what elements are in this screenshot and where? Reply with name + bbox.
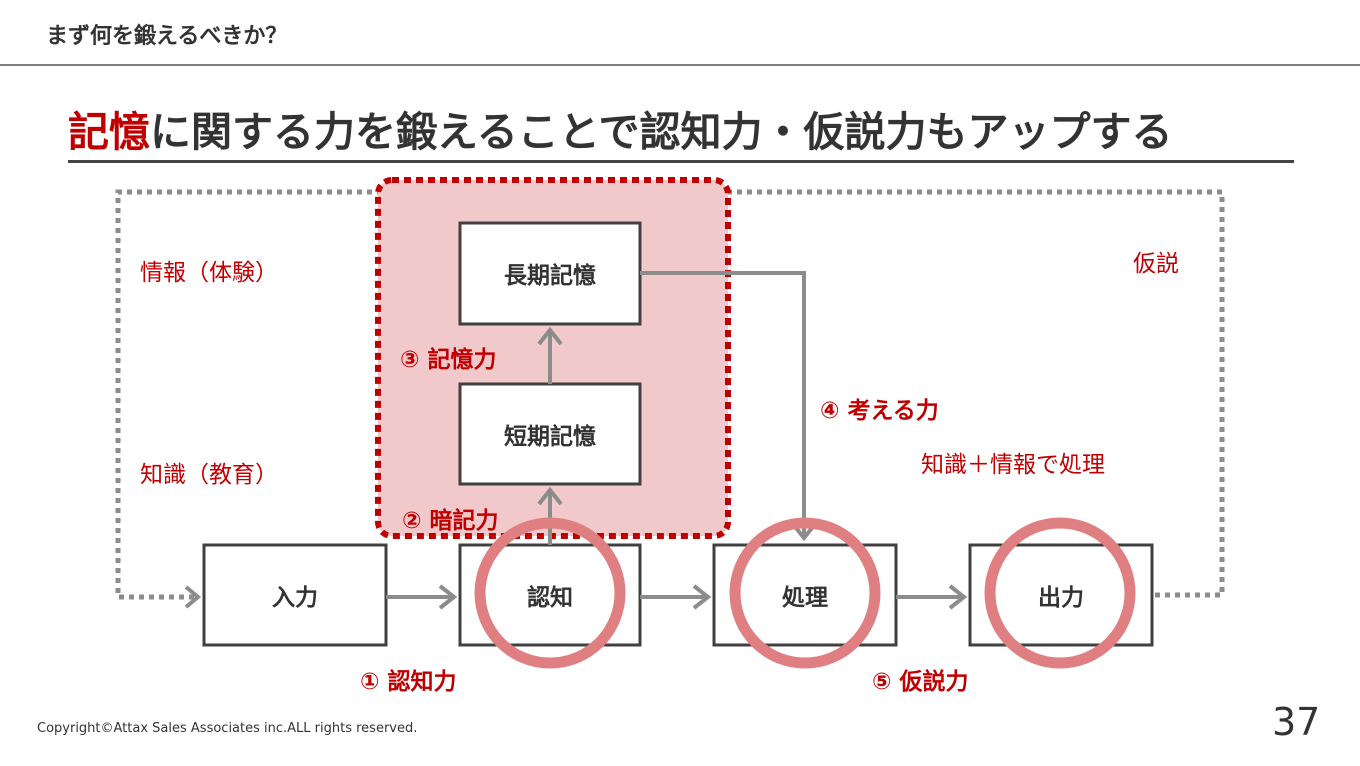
box-short-term-memory: [458, 382, 642, 486]
dotted-loop-arrowhead: [184, 585, 202, 609]
headline-text: に関する力を鍛えることで認知力・仮説力もアップする: [150, 108, 1173, 156]
arrow-long-term-to-processing: [640, 271, 806, 536]
ability-rote-memory: ② 暗記力: [402, 508, 499, 534]
box-cognition-label: 認知: [527, 585, 573, 611]
box-processing-label: 処理: [782, 585, 828, 611]
ability-thinking: ④ 考える力: [820, 398, 939, 424]
label-information: 情報（体験）: [140, 260, 278, 286]
box-input-label: 入力: [272, 585, 318, 611]
highlight-circle-output: [984, 517, 1136, 669]
ability-memory: ③ 記憶力: [400, 347, 497, 373]
highlight-circle-processing: [729, 517, 881, 669]
ability-recognition: ① 認知力: [360, 669, 457, 695]
header-title: まず何を鍛えるべきか？: [46, 24, 288, 49]
box-input: [202, 543, 388, 647]
headline-highlight: 記憶: [68, 108, 150, 156]
label-processing-note: 知識＋情報で処理: [921, 452, 1105, 478]
slide-headline: 記憶に関する力を鍛えることで認知力・仮説力もアップする: [68, 104, 1294, 163]
box-output-label: 出力: [1038, 585, 1084, 611]
copyright-text: Copyright©Attax Sales Associates inc.ALL…: [37, 721, 418, 736]
label-hypothesis: 仮説: [1133, 251, 1179, 277]
arrowhead-5: [537, 326, 563, 346]
label-knowledge: 知識（教育）: [140, 462, 278, 488]
box-long-term-label: 長期記憶: [504, 263, 596, 289]
arrowhead-4: [537, 486, 563, 506]
box-short-term-label: 短期記憶: [504, 424, 596, 450]
arrowhead-1: [438, 584, 458, 610]
box-long-term-memory: [458, 221, 642, 326]
ability-hypothesis: ⑤ 仮説力: [872, 669, 969, 695]
slide-header: まず何を鍛えるべきか？: [0, 0, 1360, 66]
highlight-circle-cognition: [474, 517, 626, 669]
arrowhead-3: [948, 584, 968, 610]
page-number: 37: [1272, 700, 1321, 744]
arrowhead-2: [692, 584, 712, 610]
